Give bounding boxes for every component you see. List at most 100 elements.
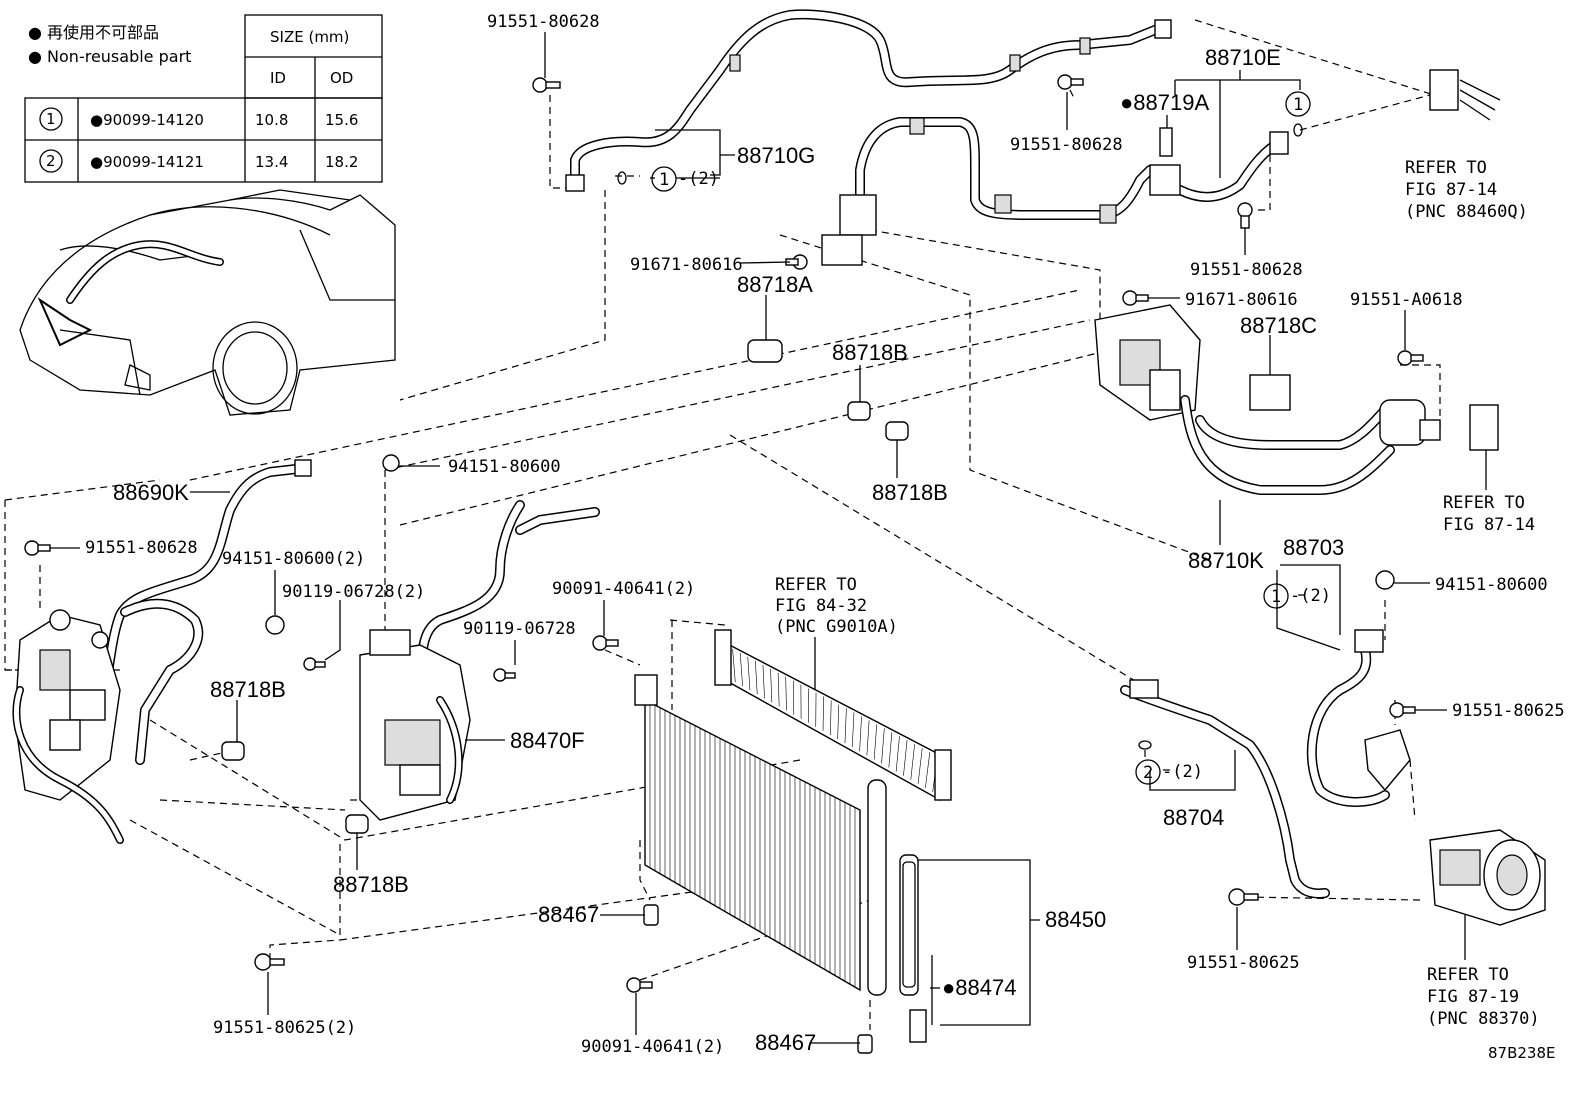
ref-87-14-a-line1: REFER TO — [1405, 158, 1487, 178]
table-header-id: ID — [270, 69, 286, 87]
label-90091-40641-2-bot: 90091-40641(2) — [581, 1037, 724, 1057]
o-ring-icon — [1139, 741, 1151, 749]
ref-87-14-b-line1: REFER TO — [1443, 493, 1525, 513]
label-88703: 88703 — [1283, 535, 1344, 560]
label-88470F: 88470F — [510, 728, 585, 753]
label-91551-80625-a: 91551-80625 — [1452, 701, 1565, 721]
clip-88718B-icon — [886, 422, 908, 440]
label-88710E: 88710E — [1205, 45, 1281, 70]
clip-88718B-icon — [848, 402, 870, 420]
circle-1-mid: 1 — [1271, 587, 1281, 607]
diagram-code: 87B238E — [1488, 1044, 1556, 1062]
bolt-icon — [1398, 351, 1423, 365]
label-88718C: 88718C — [1240, 313, 1317, 338]
label-88718B-d: 88718B — [333, 872, 409, 897]
label-88467-a: 88467 — [538, 902, 599, 927]
label-o-ring-2-2: -(2) — [1162, 762, 1203, 782]
label-94151-80600-a: 94151-80600 — [448, 457, 561, 477]
hose-88704 — [1125, 680, 1325, 893]
table-row-1-id: 10.8 — [255, 111, 288, 129]
label-94151-80600-2: 94151-80600(2) — [222, 549, 365, 569]
pressure-sensor — [1160, 128, 1172, 156]
compressor-ref — [1430, 830, 1545, 925]
ref-84-32-line1: REFER TO — [775, 575, 857, 595]
label-88718B-b: 88718B — [872, 480, 948, 505]
bolt-icon — [1390, 703, 1415, 717]
legend-jp: ● 再使用不可部品 — [28, 23, 159, 42]
ref-87-14-a-line3: (PNC 88460Q) — [1405, 202, 1528, 222]
hose-88690K — [100, 460, 311, 760]
circle-1-top: 1 — [659, 170, 669, 190]
label-88719A: ●88719A — [1120, 90, 1209, 115]
nut-icon — [1376, 571, 1394, 589]
label-90119-06728-2: 90119-06728(2) — [282, 582, 425, 602]
table-header-size: SIZE (mm) — [270, 28, 349, 46]
label-88467-b: 88467 — [755, 1030, 816, 1055]
fitting — [566, 175, 584, 191]
label-91551-80628-right: 91551-80628 — [1190, 260, 1303, 280]
bolt-icon — [533, 78, 560, 92]
table-row-1-index: 1 — [46, 110, 56, 128]
bracket-88718C — [1250, 375, 1290, 410]
car-illustration — [20, 190, 395, 415]
right-assembly — [1095, 70, 1500, 490]
label-91551-80628-left: 91551-80628 — [85, 538, 198, 558]
bolt-icon — [1123, 291, 1148, 305]
ref-87-19-line2: FIG 87-19 — [1427, 987, 1519, 1007]
bolt-icon — [25, 541, 50, 555]
ref-84-32-line3: (PNC G9010A) — [775, 617, 898, 637]
label-90119-06728: 90119-06728 — [463, 619, 576, 639]
table-row-2-part: ●90099-14121 — [90, 153, 204, 171]
bolt-icon — [494, 669, 515, 681]
label-88450: 88450 — [1045, 907, 1106, 932]
label-88710G: 88710G — [737, 143, 815, 168]
circle-1-right: 1 — [1293, 95, 1303, 115]
label-88474: ●88474 — [942, 975, 1016, 1000]
label-91551-80625-b: 91551-80625 — [1187, 953, 1300, 973]
table-row-2-id: 13.4 — [255, 153, 288, 171]
label-90091-40641-2-top: 90091-40641(2) — [552, 579, 695, 599]
clip-88718B-icon — [346, 815, 368, 833]
ref-84-32-line2: FIG 84-32 — [775, 596, 867, 616]
table-row-2-index: 2 — [46, 152, 56, 170]
label-91551-80628-top: 91551-80628 — [487, 12, 600, 32]
label-91551-80628-mid: 91551-80628 — [1010, 135, 1123, 155]
label-88718A: 88718A — [737, 272, 813, 297]
receiver-tank — [868, 780, 886, 995]
bolt-icon — [627, 978, 652, 992]
legend-en: ● Non-reusable part — [28, 47, 191, 66]
bolt-icon — [593, 636, 618, 650]
table-row-2-od: 18.2 — [325, 153, 358, 171]
label-88718B-a: 88718B — [832, 340, 908, 365]
nut-icon — [266, 616, 284, 634]
clip-88718A-icon — [748, 340, 782, 362]
label-91671-80616-a: 91671-80616 — [630, 255, 743, 275]
hose-88470F — [360, 505, 595, 820]
left-assembly — [15, 610, 120, 840]
label-91551-A0618: 91551-A0618 — [1350, 290, 1463, 310]
label-88710K: 88710K — [1188, 548, 1264, 573]
bolt-icon — [255, 954, 284, 970]
label-88690K: 88690K — [113, 480, 189, 505]
o-ring-icon — [618, 172, 626, 184]
ref-87-19-line3: (PNC 88370) — [1427, 1009, 1540, 1029]
label-88718B-c: 88718B — [210, 677, 286, 702]
table-header-od: OD — [330, 69, 353, 87]
bolt-icon — [1238, 203, 1252, 228]
circle-2: 2 — [1143, 763, 1153, 783]
label-o-ring-1-mid: -(2) — [1290, 586, 1331, 606]
label-91671-80616-b: 91671-80616 — [1185, 290, 1298, 310]
bolt-icon — [1058, 75, 1083, 89]
label-91551-80625-2: 91551-80625(2) — [213, 1018, 356, 1038]
clip-88718B-icon — [222, 742, 244, 760]
ref-87-19-line1: REFER TO — [1427, 965, 1509, 985]
label-88704: 88704 — [1163, 805, 1224, 830]
nut-icon — [383, 455, 399, 471]
table-row-1-od: 15.6 — [325, 111, 358, 129]
bolt-icon — [1229, 889, 1258, 905]
hose-88710G — [566, 14, 1171, 191]
bracket-88718A — [822, 235, 862, 265]
ref-87-14-b-line2: FIG 87-14 — [1443, 515, 1535, 535]
